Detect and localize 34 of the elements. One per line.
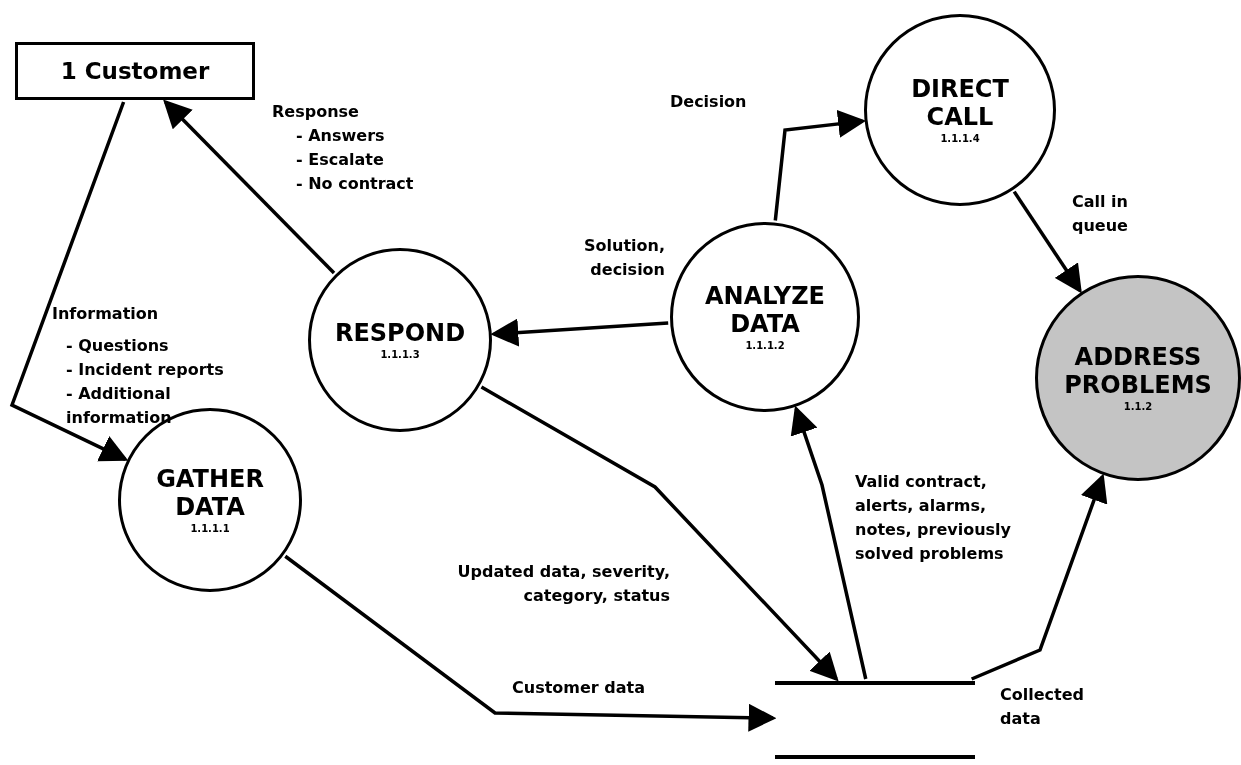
process-number: 1.1.1.1 [190,521,230,536]
process-number: 1.1.1.3 [380,347,420,362]
process-name: GATHER DATA [155,464,265,521]
data-store [775,681,975,759]
process-number: 1.1.1.2 [745,338,785,353]
arrow [163,99,336,275]
process-number: 1.1.1.4 [940,131,980,146]
list-item: - Questions [66,335,169,357]
list-item: - Incident reports [66,359,224,381]
edge-label: Customer data [512,677,645,699]
arrow [1012,190,1082,294]
edge-label: Response [272,101,359,123]
entity-box: 1 Customer [15,42,255,100]
list-item: - Additional information [66,383,173,429]
arrow [480,385,839,682]
process-name: DIRECT CALL [910,74,1010,131]
list-item: - Escalate [296,149,384,171]
edge-label: Information [52,303,159,325]
edge-label: Valid contract, alerts, alarms, notes, previously solved problems [855,471,1012,565]
list-item: - Answers [296,125,385,147]
arrow [9,101,129,462]
process-name: ANALYZE DATA [704,281,826,338]
arrow [490,318,669,347]
process-name: ADDRESS PROBLEMS [1063,342,1213,399]
arrow [970,473,1108,681]
edge-label: Call in queue [1072,191,1129,237]
process-name: RESPOND [333,318,467,347]
edge-label: Solution, decision [583,235,665,281]
process-number: 1.1.2 [1123,399,1153,414]
arrow [790,405,868,680]
arrow [284,554,777,732]
list-item: - No contract [296,173,414,195]
edge-label: Decision [670,91,747,113]
edge-label: Updated data, severity, category, status [456,561,670,607]
